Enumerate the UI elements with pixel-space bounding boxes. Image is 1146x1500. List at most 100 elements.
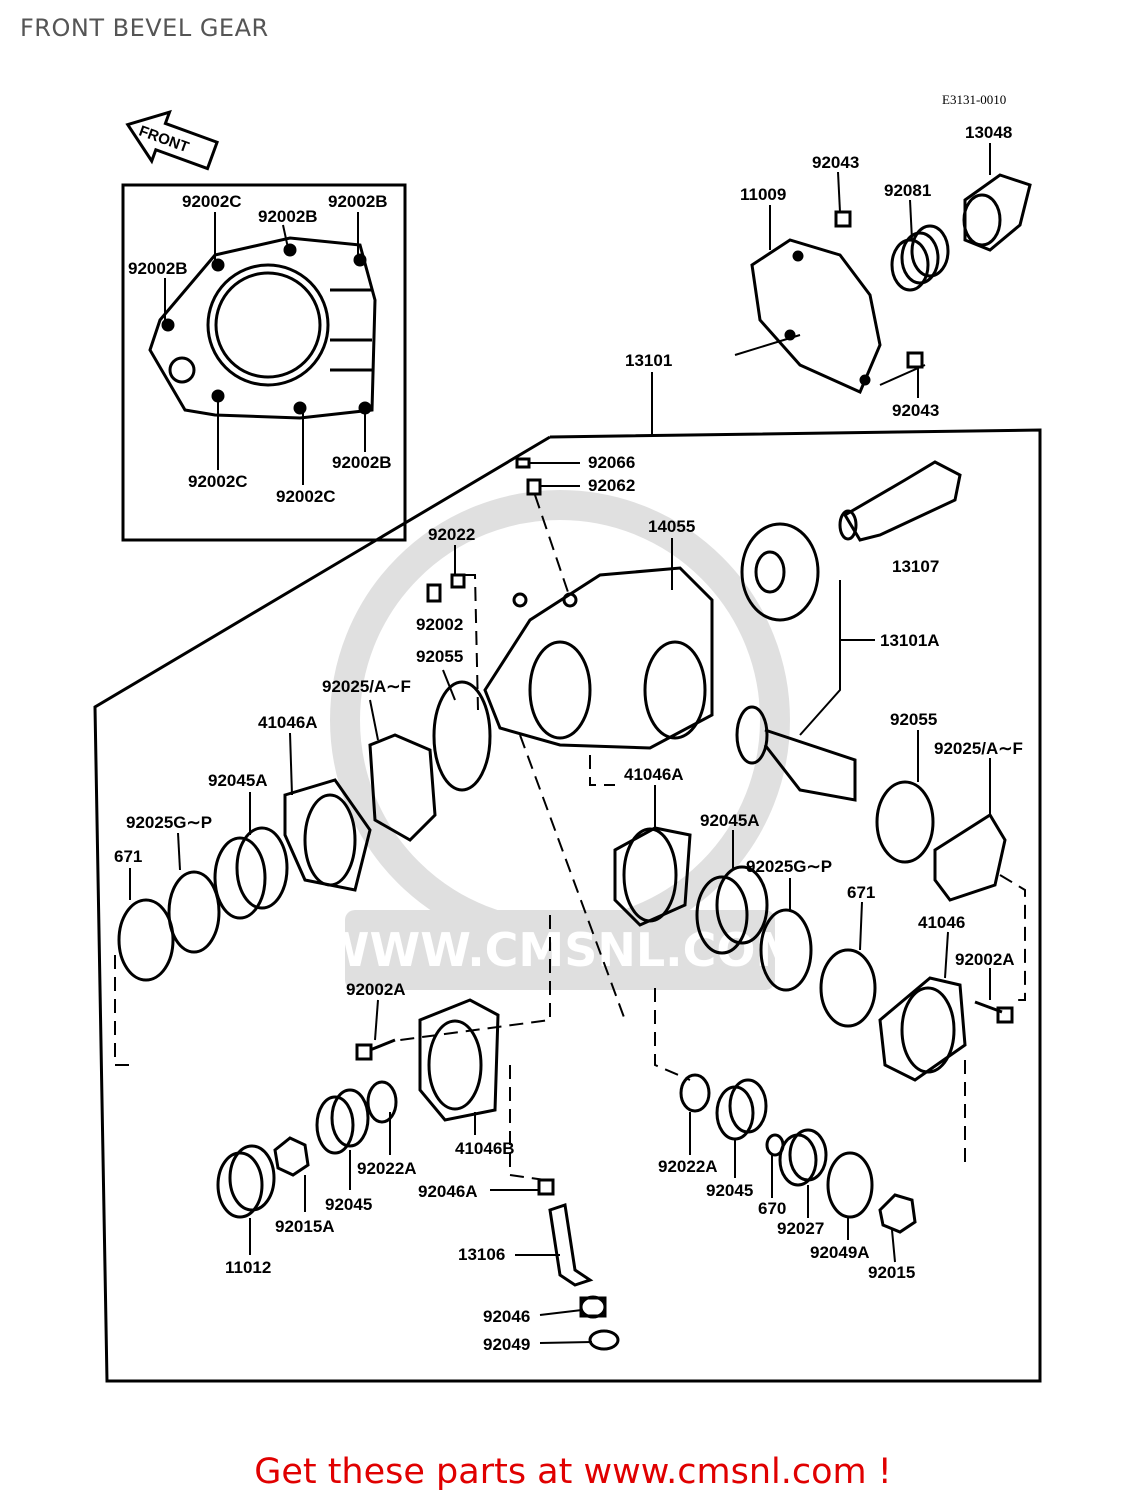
dowel-92043-top (834, 210, 852, 228)
label-92045-right: 92045 (706, 1181, 753, 1200)
label-92049: 92049 (483, 1335, 530, 1354)
bearing-92045-right (715, 1078, 768, 1141)
label-671-left: 671 (114, 847, 142, 866)
pinion-shaft (735, 705, 857, 802)
gasket-11009 (750, 238, 882, 394)
diagram-code: E3131-0010 (942, 92, 1006, 107)
label-92002: 92002 (416, 615, 463, 634)
label-92022a-right: 92022A (658, 1157, 718, 1176)
label-92025gp-center: 92025G∼P (746, 857, 832, 876)
housing-41046a-left (283, 778, 372, 892)
oring-671-right (819, 948, 877, 1028)
oring-92055-left (432, 680, 492, 792)
label-inset-92002c-1: 92002C (182, 192, 242, 211)
oring-92055-right (875, 780, 935, 864)
part-labels: 13048 92043 11009 92081 92043 13101 9206… (114, 123, 1023, 1354)
bearing-92045-left (315, 1088, 370, 1155)
footer-link-text[interactable]: Get these parts at www.cmsnl.com ! (254, 1452, 892, 1492)
label-92081: 92081 (884, 181, 931, 200)
seal-92027 (778, 1128, 828, 1187)
washer-92022a-left (366, 1080, 398, 1124)
gear-housing-14055 (483, 566, 714, 750)
ring-gear-13101a (740, 522, 820, 622)
gasket-92025af-right (933, 812, 1007, 902)
bolt-92002 (426, 573, 466, 603)
dowel-92043-bottom (906, 351, 924, 369)
seal-92049a (826, 1151, 874, 1219)
label-92045a-center: 92045A (700, 811, 760, 830)
label-inset-92002b-4: 92002B (332, 453, 392, 472)
watermark-text: WWW.CMSNL.COM (319, 923, 802, 977)
label-inset-92002c-2: 92002C (188, 472, 248, 491)
assembly-border (93, 428, 1042, 1383)
label-inset-92002b-2: 92002B (328, 192, 388, 211)
cap-11012 (216, 1144, 276, 1219)
label-11012: 11012 (225, 1258, 271, 1277)
dashed-assembly-lines (114, 494, 1026, 1181)
label-92045-left: 92045 (325, 1195, 372, 1214)
nut-92015 (878, 1193, 917, 1234)
leader-lines (129, 143, 991, 1344)
oring-671-left (117, 898, 175, 982)
gasket-92025af-left (368, 733, 437, 842)
label-13048: 13048 (965, 123, 1012, 142)
label-671-right: 671 (847, 883, 875, 902)
label-13101a: 13101A (880, 631, 940, 650)
bolt-92002a-left (355, 1038, 396, 1061)
spring-92081 (890, 224, 950, 292)
label-41046: 41046 (918, 913, 965, 932)
label-92022a-left: 92022A (357, 1159, 417, 1178)
inset-box (121, 183, 407, 542)
label-92049a: 92049A (810, 1243, 870, 1262)
housing-41046b (418, 998, 500, 1122)
label-41046a-left: 41046A (258, 713, 318, 732)
label-inset-92002b-3: 92002B (128, 259, 188, 278)
label-92002a-right: 92002A (955, 950, 1015, 969)
label-92025af-right: 92025/A∼F (934, 739, 1023, 758)
nut-92015a (273, 1136, 310, 1177)
shim-92025gp-center (759, 908, 813, 992)
label-92043-top: 92043 (812, 153, 859, 172)
screw-92062 (526, 478, 542, 496)
washer-92049 (588, 1329, 620, 1351)
screw-92066 (515, 457, 531, 469)
pinion-13106 (548, 1203, 594, 1287)
spacer-92046a (537, 1178, 555, 1196)
label-92022: 92022 (428, 525, 475, 544)
label-13101: 13101 (625, 351, 672, 370)
housing-41046 (878, 976, 967, 1082)
label-92055-left: 92055 (416, 647, 463, 666)
label-inset-92002c-3: 92002C (276, 487, 336, 506)
label-11009: 11009 (740, 185, 786, 204)
front-arrow: FRONT (125, 109, 219, 171)
shim-92025gp-left (167, 870, 221, 954)
label-41046a-center: 41046A (624, 765, 684, 784)
page-title: FRONT BEVEL GEAR (20, 14, 269, 42)
bolt-92002a-right (974, 1000, 1014, 1024)
label-92025af-left: 92025/A∼F (322, 677, 411, 696)
label-92002a-left: 92002A (346, 980, 406, 999)
label-92015: 92015 (868, 1263, 915, 1282)
label-670: 670 (758, 1199, 786, 1218)
bearing-92045a-left (213, 826, 289, 920)
label-92046: 92046 (483, 1307, 530, 1326)
label-92025gp-left: 92025G∼P (126, 813, 212, 832)
label-13106: 13106 (458, 1245, 505, 1264)
label-inset-92002b-1: 92002B (258, 207, 318, 226)
label-92043-bottom: 92043 (892, 401, 939, 420)
inset-housing (148, 236, 377, 420)
washer-92022a-right (679, 1073, 711, 1113)
label-92062: 92062 (588, 476, 635, 495)
coupling-13048 (962, 173, 1032, 252)
label-14055: 14055 (648, 517, 695, 536)
label-92027: 92027 (777, 1219, 824, 1238)
label-13107: 13107 (892, 557, 939, 576)
watermark: WWW.CMSNL.COM (319, 490, 802, 990)
shaft-13107 (838, 460, 962, 542)
label-92046a: 92046A (418, 1182, 478, 1201)
label-92015a: 92015A (275, 1217, 335, 1236)
label-92045a-left: 92045A (208, 771, 268, 790)
bearing-92045a-center (695, 865, 769, 955)
label-92066: 92066 (588, 453, 635, 472)
